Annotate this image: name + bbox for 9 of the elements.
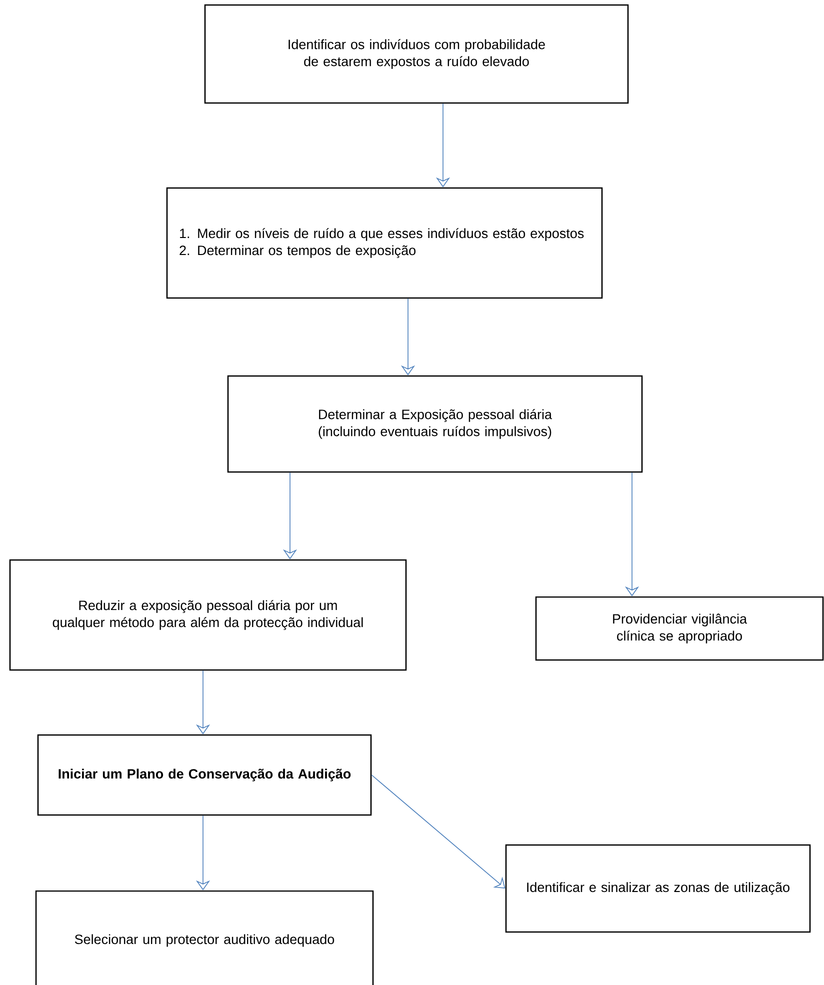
process-box: Iniciar um Plano de Conservação da Audição	[37, 734, 372, 816]
process-box: Identificar os indivíduos com probabilidade de estarem expostos a ruído elevado	[204, 4, 629, 104]
process-box: Identificar e sinalizar as zonas de utilização	[505, 844, 811, 933]
arrow	[371, 774, 506, 888]
process-box: Reduzir a exposição pessoal diária por um qualquer método para além da protecção individual	[9, 559, 407, 671]
process-box: Providenciar vigilância clínica se apropriado	[535, 596, 824, 661]
process-box: 1. Medir os níveis de ruído a que esses indivíduos estão expostos 2. Determinar os tempos de exposição	[166, 187, 603, 299]
process-box: Selecionar um protector auditivo adequado	[35, 890, 374, 985]
process-box: Determinar a Exposição pessoal diária (incluindo eventuais ruídos impulsivos)	[227, 375, 643, 473]
